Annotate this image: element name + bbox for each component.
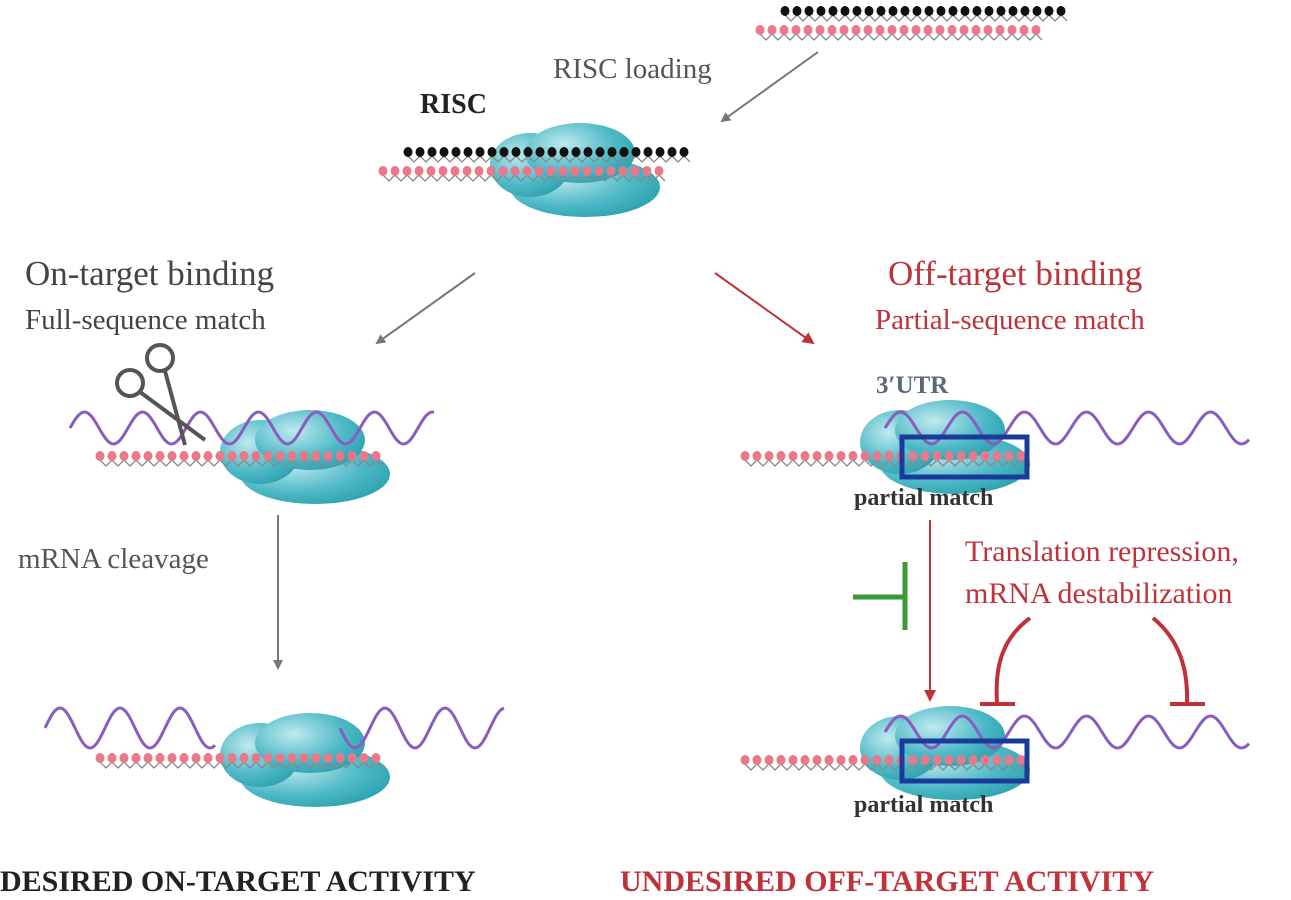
risc-loading-arrow (720, 51, 819, 123)
partial-match-label: partial match (854, 485, 993, 511)
scissors-icon (115, 343, 207, 446)
desired-activity-label: DESIRED ON-TARGET ACTIVITY (0, 865, 476, 898)
risc-complex (860, 706, 1030, 800)
cleaved-mrna-fragment (43, 706, 216, 750)
risc-label: RISC (420, 89, 487, 120)
off-target-title: Off-target binding (888, 254, 1142, 293)
guide-strand (95, 753, 383, 769)
red-inhibitor-icons (980, 616, 1205, 706)
target-mrna (68, 410, 435, 446)
on-target-arrow (375, 272, 476, 345)
mrna-cleavage-label: mRNA cleavage (18, 543, 209, 575)
off-target-arrow (714, 272, 815, 345)
undesired-activity-label: UNDESIRED OFF-TARGET ACTIVITY (620, 865, 1154, 898)
repression-label-1: Translation repression, (965, 535, 1239, 568)
guide-strand (740, 755, 1028, 771)
guide-strand (378, 166, 666, 182)
utr-label: 3′UTR (876, 372, 949, 399)
green-inhibitor-icon (853, 562, 908, 630)
off-target-mrna (883, 714, 1251, 750)
on-target-title: On-target binding (25, 254, 274, 293)
sirna-passenger-strand (780, 6, 1068, 22)
sirna-guide-strand (755, 25, 1043, 41)
partial-match-box (899, 738, 1030, 784)
off-target-mrna (883, 410, 1251, 446)
repression-label-2: mRNA destabilization (965, 577, 1232, 610)
risc-complex (860, 400, 1030, 494)
on-target-subtitle: Full-sequence match (25, 304, 266, 336)
risc-loading-label: RISC loading (553, 53, 712, 85)
off-target-subtitle: Partial-sequence match (875, 304, 1145, 336)
guide-strand (95, 451, 383, 467)
cleaved-mrna-fragment (338, 706, 505, 750)
partial-match-box (899, 434, 1030, 480)
partial-match-label: partial match (854, 792, 993, 818)
passenger-strand (403, 147, 691, 163)
